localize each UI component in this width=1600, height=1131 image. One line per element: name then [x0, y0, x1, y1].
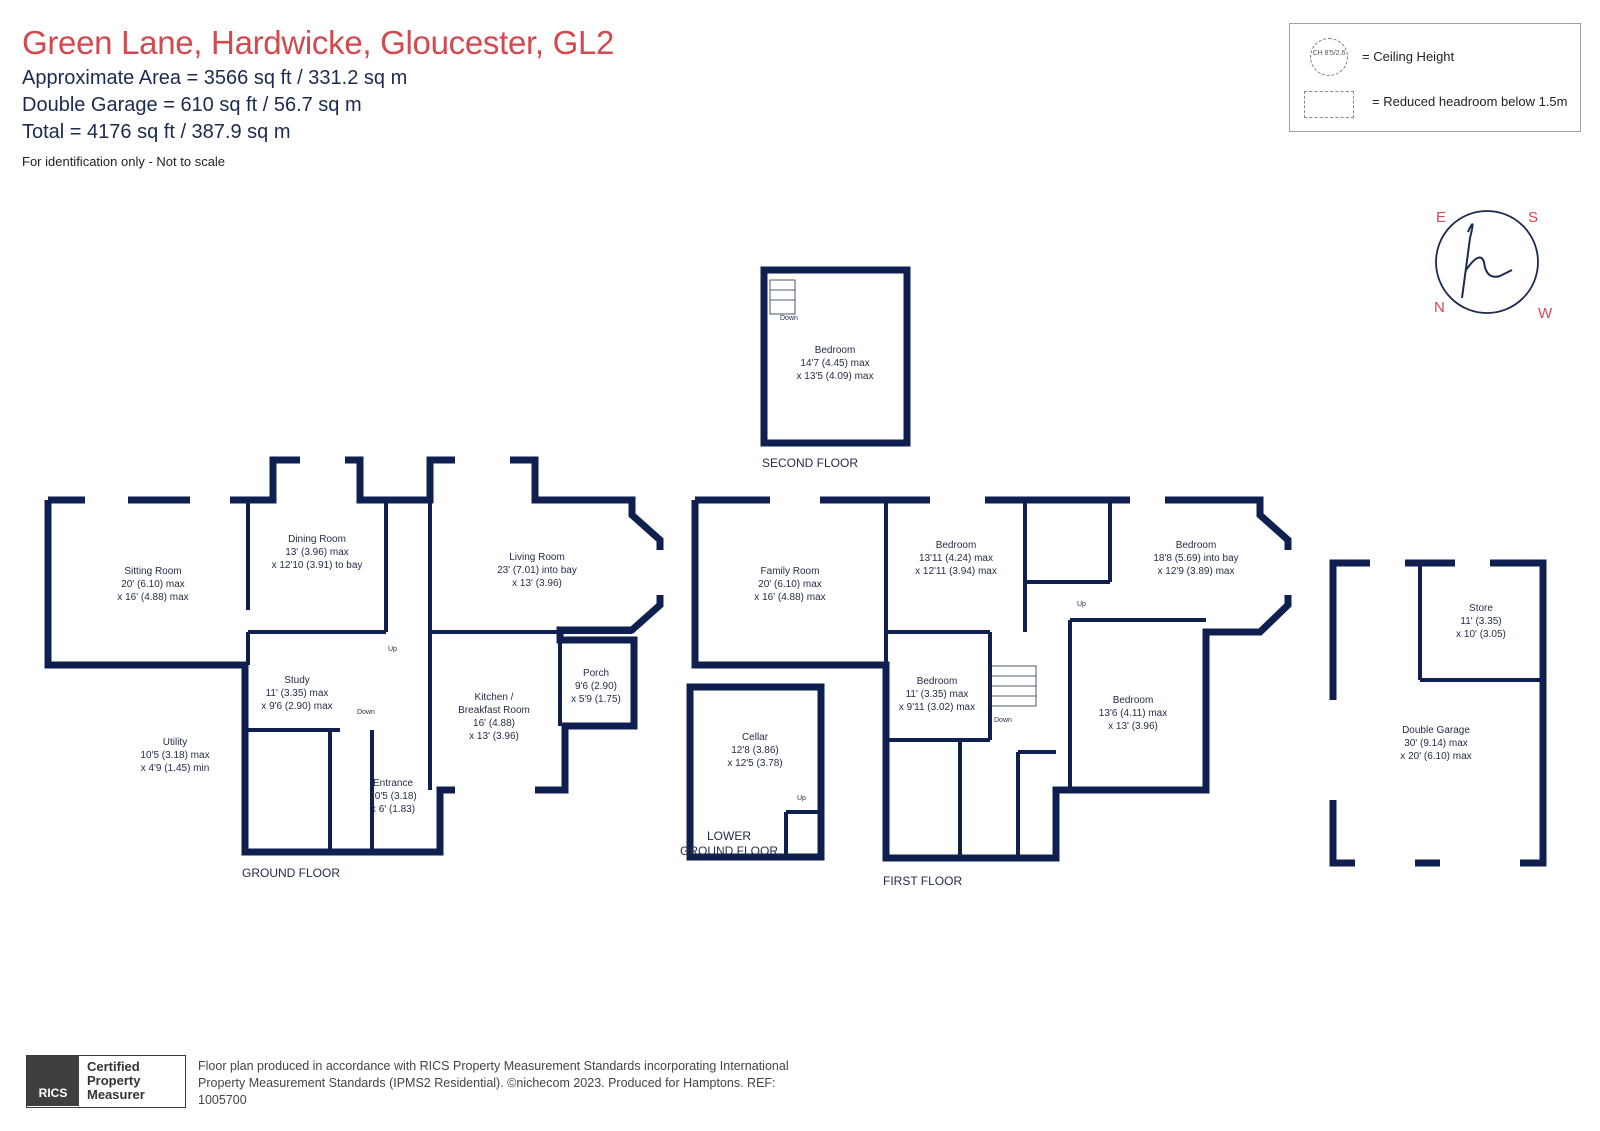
room-dim: x 6' (1.83) — [371, 804, 415, 815]
room-name: Study — [284, 675, 310, 686]
room-name: Bedroom — [815, 345, 856, 356]
room-dim: 13'6 (4.11) max — [1099, 708, 1167, 719]
stair-up-label: Up — [797, 795, 806, 802]
room-dim: 11' (3.35) — [1460, 616, 1501, 627]
room-name: Breakfast Room — [458, 705, 530, 716]
room-dim: 16' (4.88) — [473, 718, 515, 729]
room-dim: 20' (6.10) max — [121, 579, 185, 590]
ceiling-height-label: = Ceiling Height — [1362, 49, 1455, 64]
stair-up-label: Up — [1077, 601, 1086, 608]
room-name: Bedroom — [1176, 540, 1217, 551]
lower-ground-walls — [686, 683, 825, 861]
compass-e: E — [1436, 209, 1446, 226]
room-name: Family Room — [761, 566, 820, 577]
room-dim: 18'8 (5.69) into bay — [1153, 553, 1238, 564]
room-dim: x 4'9 (1.45) min — [141, 763, 210, 774]
first-floor-label: FIRST FLOOR — [883, 874, 962, 888]
room-dim: 12'8 (3.86) — [731, 745, 779, 756]
garage-walls — [1329, 559, 1547, 867]
room-dim: x 9'11 (3.02) max — [899, 702, 975, 713]
badge-text: Certified Property Measurer — [87, 1059, 145, 1102]
rics-badge: RICS Certified Property Measurer — [26, 1055, 186, 1108]
room-dim: 11' (3.35) max — [266, 688, 329, 699]
room-name: Store — [1469, 603, 1493, 614]
room-name: Dining Room — [288, 534, 346, 545]
property-title: Green Lane, Hardwicke, Gloucester, GL2 — [22, 24, 615, 61]
stair-down-label: Down — [357, 709, 375, 716]
room-dim: x 13' (3.96) — [469, 731, 519, 742]
footer-text: Floor plan produced in accordance with R… — [198, 1059, 789, 1107]
second-floor-walls — [760, 266, 911, 447]
first-floor-walls — [691, 496, 1292, 862]
compass-w: W — [1538, 305, 1553, 322]
reduced-headroom-symbol — [1304, 91, 1354, 118]
room-name: Bedroom — [1113, 695, 1154, 706]
room-dim: 20' (6.10) max — [758, 579, 822, 590]
room-dim: x 12'9 (3.89) max — [1158, 566, 1235, 577]
legend: CH 8'5/2.6 = Ceiling Height = Reduced he… — [1289, 23, 1581, 132]
stair-down-label: Down — [994, 717, 1012, 724]
lower-ground-label-2: GROUND FLOOR — [680, 844, 778, 858]
room-name: Sitting Room — [124, 566, 181, 577]
room-dim: x 13' (3.96) — [512, 578, 562, 589]
room-dim: x 12'5 (3.78) — [727, 758, 782, 769]
room-dim: x 16' (4.88) max — [754, 592, 825, 603]
room-name: Living Room — [509, 552, 565, 563]
room-name: Utility — [163, 737, 187, 748]
room-name: Porch — [583, 668, 609, 679]
compass-n: N — [1434, 299, 1445, 316]
garage-stat: Double Garage = 610 sq ft / 56.7 sq m — [22, 94, 362, 116]
ground-floor-walls — [44, 456, 664, 856]
lower-ground-label-1: LOWER — [707, 829, 751, 843]
room-dim: x 5'9 (1.75) — [571, 694, 621, 705]
scale-note: For identification only - Not to scale — [22, 154, 226, 169]
compass-monogram — [1461, 223, 1513, 299]
room-name: Bedroom — [936, 540, 977, 551]
room-name: Entrance — [373, 778, 413, 789]
room-dim: x 9'6 (2.90) max — [261, 701, 332, 712]
room-dim: 11' (3.35) max — [906, 689, 969, 700]
room-dim: 9'6 (2.90) — [575, 681, 617, 692]
room-dim: x 16' (4.88) max — [117, 592, 188, 603]
room-name: Double Garage — [1402, 725, 1470, 736]
reduced-headroom-label: = Reduced headroom below 1.5m — [1372, 94, 1568, 109]
compass-logo: S W N E — [1434, 209, 1553, 322]
rics-logo: RICS — [27, 1056, 79, 1106]
room-dim: 23' (7.01) into bay — [497, 565, 577, 576]
ceiling-height-symbol: CH 8'5/2.6 — [1310, 38, 1348, 76]
room-dim: 10'5 (3.18) max — [140, 750, 209, 761]
room-name: Kitchen / — [475, 692, 514, 703]
total-stat: Total = 4176 sq ft / 387.9 sq m — [22, 121, 291, 143]
room-dim: x 13' (3.96) — [1108, 721, 1158, 732]
room-dim: 30' (9.14) max — [1404, 738, 1468, 749]
room-dim: 13' (3.96) max — [285, 547, 349, 558]
room-dim: x 13'5 (4.09) max — [797, 371, 874, 382]
compass-s: S — [1528, 209, 1538, 226]
room-dim: x 10' (3.05) — [1456, 629, 1506, 640]
stair-down-label: Down — [780, 315, 798, 322]
second-floor-stairs — [769, 279, 796, 315]
room-dim: 14'7 (4.45) max — [800, 358, 869, 369]
room-name: Bedroom — [917, 676, 958, 687]
room-dim: x 12'10 (3.91) to bay — [272, 560, 363, 571]
room-dim: 13'11 (4.24) max — [919, 553, 993, 564]
second-floor-label: SECOND FLOOR — [762, 456, 858, 470]
compass-ring — [1435, 210, 1539, 314]
area-stat: Approximate Area = 3566 sq ft / 331.2 sq… — [22, 67, 408, 89]
room-dim: x 20' (6.10) max — [1400, 751, 1471, 762]
stair-up-label: Up — [388, 646, 397, 653]
room-name: Cellar — [742, 732, 769, 743]
ground-floor-label: GROUND FLOOR — [242, 866, 340, 880]
room-dim: 10'5 (3.18) — [369, 791, 417, 802]
room-dim: x 12'11 (3.94) max — [915, 566, 997, 577]
